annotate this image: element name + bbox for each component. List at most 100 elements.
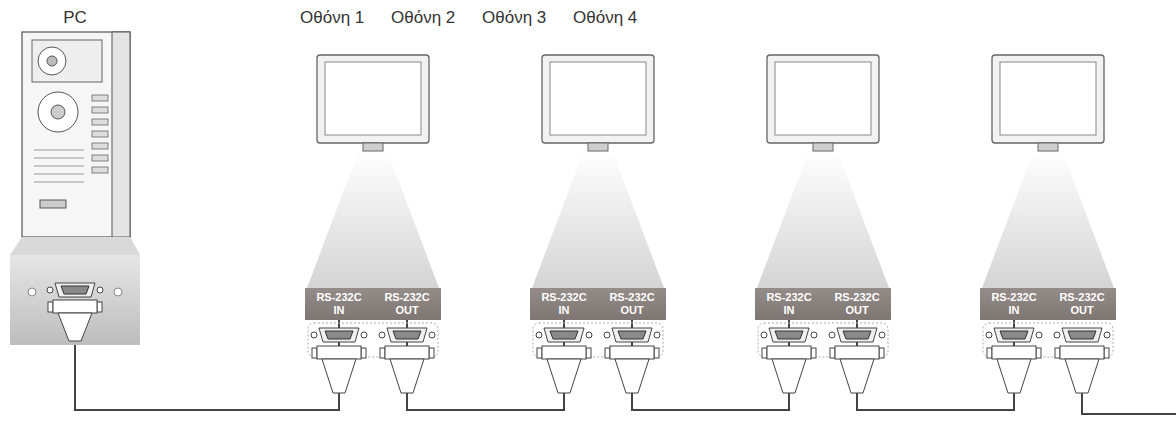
db9-screw	[311, 332, 317, 338]
db9-shell	[769, 328, 809, 342]
plug-thumbscrew	[1055, 348, 1060, 358]
port-name: RS-232C IN	[761, 291, 817, 317]
plug-boot	[840, 359, 874, 393]
db9-pins	[618, 331, 646, 339]
db9-shell	[387, 328, 427, 342]
db9-shell	[612, 328, 652, 342]
db9-pins	[1068, 331, 1096, 339]
port-name: RS-232C OUT	[829, 291, 885, 317]
psu-fan-hub	[47, 56, 57, 66]
db9-screw	[1054, 332, 1060, 338]
db9-pins	[775, 331, 803, 339]
plug-head	[53, 300, 97, 313]
expansion-slot	[92, 119, 108, 125]
monitor-light-cone	[982, 150, 1114, 288]
monitor-neck	[363, 143, 383, 151]
port-label-band: RS-232C IN	[530, 288, 598, 320]
zoom-cone	[10, 237, 140, 255]
db9-shell	[1062, 328, 1102, 342]
monitor-frame	[992, 55, 1104, 143]
serial-cable	[632, 320, 789, 410]
db9-screw	[986, 332, 992, 338]
monitor-screen	[550, 62, 646, 135]
plug-head	[610, 346, 654, 359]
psu-fan	[38, 47, 66, 75]
plug-head	[317, 346, 361, 359]
monitor-screen	[775, 62, 871, 135]
db9-screw	[97, 287, 103, 293]
plug-head	[542, 346, 586, 359]
plug-thumbscrew	[537, 348, 542, 358]
plug-boot	[322, 359, 356, 393]
plug-head	[835, 346, 879, 359]
db9-shell	[994, 328, 1034, 342]
db9-pins	[325, 331, 353, 339]
port-name: RS-232C IN	[311, 291, 367, 317]
port-label-band: RS-232C OUT	[823, 288, 891, 320]
db9-screw	[654, 332, 660, 338]
plug-thumbscrew	[654, 348, 659, 358]
plug-boot	[615, 359, 649, 393]
db9-shell	[837, 328, 877, 342]
expansion-slot	[92, 167, 108, 173]
monitor-neck	[1038, 143, 1058, 151]
plug-head	[992, 346, 1036, 359]
port-label-band: RS-232C OUT	[1048, 288, 1116, 320]
device-name: PC	[10, 8, 140, 28]
db9-shell	[55, 283, 95, 297]
monitor	[757, 55, 889, 393]
db9-pins	[1000, 331, 1028, 339]
plug-thumbscrew	[987, 348, 992, 358]
monitor-name: Οθόνη 2	[391, 8, 455, 28]
vent-line	[34, 174, 84, 175]
tower-side	[112, 32, 130, 237]
monitor-screen	[1000, 62, 1096, 135]
plug-thumbscrew	[48, 302, 53, 312]
db9-screw	[1104, 332, 1110, 338]
expansion-slot	[92, 107, 108, 113]
plug-boot	[997, 359, 1031, 393]
monitor-name: Οθόνη 4	[573, 8, 637, 28]
monitor	[982, 55, 1114, 393]
port-label-band: RS-232C IN	[980, 288, 1048, 320]
monitor-frame	[317, 55, 429, 143]
port-label-band: RS-232C OUT	[373, 288, 441, 320]
db9-screw	[429, 332, 435, 338]
db9-pins	[550, 331, 578, 339]
db9-screw	[761, 332, 767, 338]
db9-screw	[604, 332, 610, 338]
db9-screw	[361, 332, 367, 338]
vent-line	[34, 150, 84, 151]
db9-screw	[829, 332, 835, 338]
plug-thumbscrew	[1104, 348, 1109, 358]
db9-pins	[393, 331, 421, 339]
vent-line	[34, 182, 84, 183]
plug-boot	[772, 359, 806, 393]
monitor-light-cone	[307, 150, 439, 288]
plug-head	[385, 346, 429, 359]
computer: PC	[10, 8, 140, 345]
pc-serial-port	[47, 283, 103, 341]
monitor-frame	[767, 55, 879, 143]
db9-shell	[544, 328, 584, 342]
db9-screw	[586, 332, 592, 338]
plug-thumbscrew	[811, 348, 816, 358]
monitor-neck	[588, 143, 608, 151]
monitor	[532, 55, 664, 393]
case-fan-hub	[51, 105, 65, 119]
monitor-name: Οθόνη 1	[300, 8, 364, 28]
vent-line	[34, 166, 84, 167]
plug-thumbscrew	[380, 348, 385, 358]
db9-screw	[536, 332, 542, 338]
plug-thumbscrew	[605, 348, 610, 358]
monitor	[307, 55, 439, 393]
plug-thumbscrew	[361, 348, 366, 358]
plug-boot	[1065, 359, 1099, 393]
plug-thumbscrew	[830, 348, 835, 358]
plug-thumbscrew	[879, 348, 884, 358]
plug-head	[1060, 346, 1104, 359]
plug-thumbscrew	[312, 348, 317, 358]
